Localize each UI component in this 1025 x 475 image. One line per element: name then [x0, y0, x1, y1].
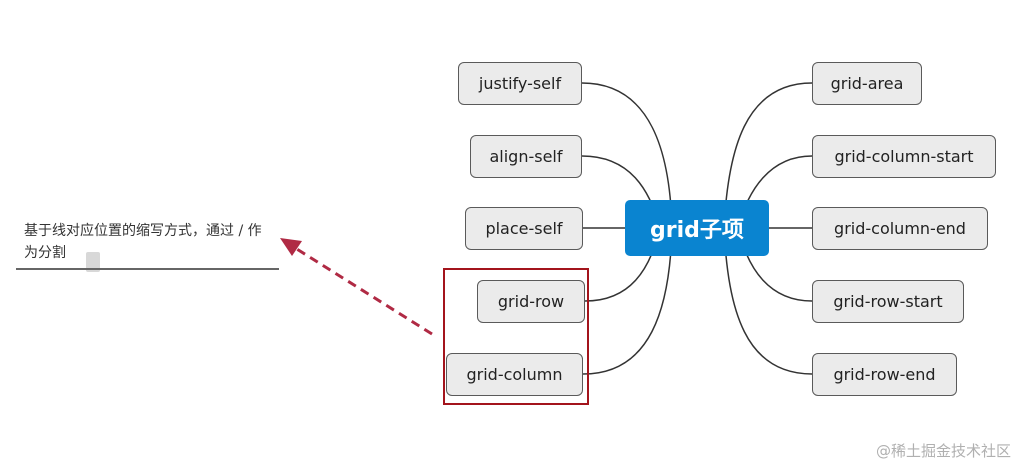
highlight-box: [443, 268, 589, 405]
node-grid-row: grid-row: [477, 280, 585, 323]
connector-grid-column: [582, 227, 673, 375]
node-grid-row-end: grid-row-end: [812, 353, 957, 396]
cursor-blob: [86, 252, 100, 272]
node-place-self: place-self: [465, 207, 583, 250]
watermark: @稀土掘金技术社区: [875, 442, 1011, 460]
node-grid-column-end: grid-column-end: [812, 207, 988, 250]
center-node: grid子项: [625, 200, 769, 256]
node-grid-column-start: grid-column-start: [812, 135, 996, 178]
arrow-head: [280, 238, 302, 256]
node-grid-area: grid-area: [812, 62, 922, 105]
node-align-self: align-self: [470, 135, 582, 178]
annotation-note: 基于线对应位置的缩写方式，通过 / 作为分割: [24, 223, 262, 261]
note-underline: [16, 268, 279, 270]
node-grid-column: grid-column: [446, 353, 583, 396]
connector-grid-row-end: [723, 227, 813, 375]
dashed-arrow: [291, 244, 433, 336]
node-grid-row-start: grid-row-start: [812, 280, 964, 323]
node-justify-self: justify-self: [458, 62, 582, 105]
